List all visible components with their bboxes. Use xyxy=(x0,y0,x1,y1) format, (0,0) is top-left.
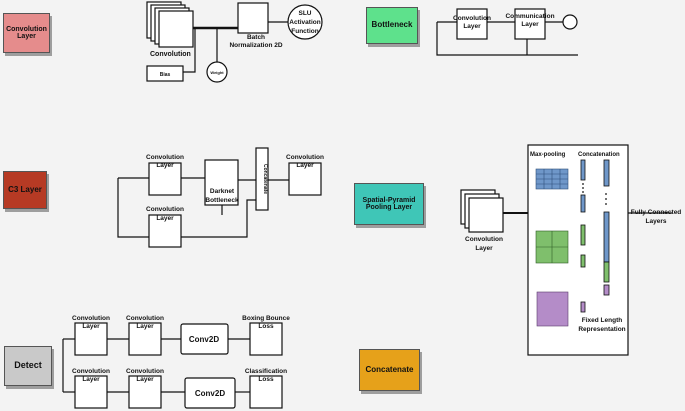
detect-loss-b-label-1: Classification xyxy=(245,368,287,375)
c3-left-rail xyxy=(117,178,149,238)
bottleneck-conv-label-1: Convolution xyxy=(453,15,491,22)
detect-conv-a2-label-2: Layer xyxy=(136,323,154,330)
spp-conv-label-2: Layer xyxy=(475,245,493,252)
fully-connected-label-2: Layers xyxy=(646,218,667,225)
bottleneck-conv-box xyxy=(456,8,488,40)
detect-conv2d-b-box xyxy=(184,377,236,409)
c3-darknet-label-1: Darknet xyxy=(210,188,235,195)
c3-layer-tag-label: C3 Layer xyxy=(8,184,42,194)
fixed-vector-purple xyxy=(603,284,610,296)
concatenate-tag-label: Concatenate xyxy=(365,364,414,374)
c3-conv-out-box xyxy=(288,162,322,196)
concat-bar-blue-a xyxy=(580,159,586,181)
bottleneck-block xyxy=(436,8,578,56)
c3-bottom-to-concat xyxy=(181,199,256,238)
bottleneck-comm-label-1: Communication xyxy=(505,13,554,20)
activation-label-3: Function xyxy=(291,28,318,35)
fixed-vector-blue-2 xyxy=(603,211,610,263)
detect-tag: Detect xyxy=(4,346,52,386)
c3-block xyxy=(117,147,322,248)
c3-conv-top-box xyxy=(148,162,182,196)
activation-label-1: SLU xyxy=(299,10,312,17)
spp-concat-bars xyxy=(580,159,610,313)
concat-bar-green-a xyxy=(580,224,586,246)
spp-conv-label-1: Convolution xyxy=(465,236,503,243)
bottleneck-sum-node xyxy=(562,14,578,30)
bottleneck-comm-box xyxy=(514,8,546,40)
c3-conv-out-label-1: Convolution xyxy=(286,154,324,161)
detect-loss-a-label-1: Boxing Bounce xyxy=(242,315,290,322)
detect-loss-b-box xyxy=(249,375,283,409)
conv-stack-label: Convolution xyxy=(150,51,191,58)
pool-grid-4x4-lines xyxy=(536,169,568,189)
detect-block xyxy=(62,322,283,409)
detect-conv-a1-label-2: Layer xyxy=(82,323,100,330)
c3-concat-label: Concatenate xyxy=(262,164,268,194)
fixed-vector-green xyxy=(603,261,610,283)
batchnorm-box xyxy=(237,2,269,34)
c3-darknet-box xyxy=(204,159,239,206)
detect-conv-b2-label-1: Convolution xyxy=(126,368,164,375)
bottleneck-comm-label-2: Layer xyxy=(521,21,539,28)
concat-bar-green-b xyxy=(580,254,586,268)
c3-conv-bottom-label-1: Convolution xyxy=(146,206,184,213)
spp-conv-stack-front xyxy=(468,197,504,233)
detect-conv-a2-label-1: Convolution xyxy=(126,315,164,322)
concatenation-label: Concatenation xyxy=(578,152,620,158)
concat-bar-purple xyxy=(580,301,586,313)
conv-stack-front xyxy=(158,10,194,48)
convolution-layer-tag: Convolution Layer xyxy=(3,13,50,53)
batchnorm-label-1: Batch xyxy=(247,34,265,41)
detect-tag-label: Detect xyxy=(14,360,42,371)
activation-label-2: Activation xyxy=(289,19,320,26)
concatenate-tag: Concatenate xyxy=(359,349,420,391)
pool-grid-2x2-lines xyxy=(536,231,568,263)
c3-darknet-label-2: Bottleneck xyxy=(205,197,239,204)
detect-conv-b2-label-2: Layer xyxy=(136,376,154,383)
batchnorm-label-2: Normalization 2D xyxy=(229,42,282,49)
maxpool-label: Max-pooling xyxy=(530,152,566,158)
c3-conv-bottom-label-2: Layer xyxy=(156,215,174,222)
weight-label: Weight xyxy=(210,70,224,75)
spp-tag: Spatial-Pyramid Pooling Layer xyxy=(354,183,424,225)
c3-conv-bottom-box xyxy=(148,214,182,248)
detect-loss-b-label-2: Loss xyxy=(258,376,274,383)
detect-conv-a1-label-1: Convolution xyxy=(72,315,110,322)
bottleneck-tag-label: Bottleneck xyxy=(371,20,413,30)
fixed-vector-blue xyxy=(603,159,610,187)
fixed-length-label-1: Fixed Length xyxy=(582,317,622,324)
fixed-length-label-2: Representation xyxy=(578,326,625,333)
pool-grid-1x1 xyxy=(536,291,569,327)
detect-conv-a2-box xyxy=(128,322,162,356)
bias-link xyxy=(183,28,196,73)
bias-box xyxy=(146,65,184,82)
bottleneck-conv-label-2: Layer xyxy=(463,23,481,30)
c3-conv-top-label-1: Convolution xyxy=(146,154,184,161)
bottleneck-tag: Bottleneck xyxy=(366,7,418,44)
detect-conv-b1-label-1: Convolution xyxy=(72,368,110,375)
detect-loss-a-label-2: Loss xyxy=(258,323,274,330)
spp-concat-dots xyxy=(582,183,607,205)
spp-tag-label: Spatial-Pyramid Pooling Layer xyxy=(362,196,416,211)
concat-bar-blue-b xyxy=(580,194,586,213)
c3-layer-tag: C3 Layer xyxy=(3,171,47,209)
c3-conv-out-label-2: Layer xyxy=(296,162,314,169)
bias-label: Bias xyxy=(160,72,171,78)
convolution-layer-tag-label: Convolution Layer xyxy=(6,25,47,40)
c3-concat-bar xyxy=(255,147,269,211)
fully-connected-label-1: Fully Connected xyxy=(631,209,682,216)
c3-conv-top-label-2: Layer xyxy=(156,162,174,169)
diagram-labels: Convolution Bias Weight Batch Normalizat… xyxy=(72,10,681,398)
bottleneck-in-link xyxy=(436,22,578,56)
conv-block xyxy=(146,1,323,83)
spp-pool-grids xyxy=(535,168,569,327)
detect-conv2d-a-label: Conv2D xyxy=(189,335,219,344)
detect-conv2d-b-label: Conv2D xyxy=(195,389,225,398)
detect-conv-b1-label-2: Layer xyxy=(82,376,100,383)
